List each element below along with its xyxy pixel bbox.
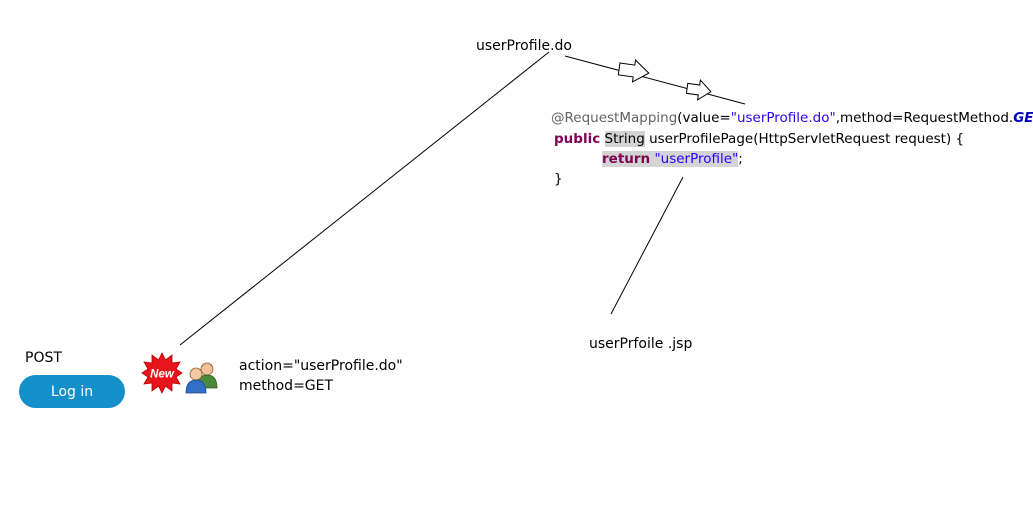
code-annotation-value: "userProfile.do" [730,110,836,126]
login-button[interactable]: Log in [19,375,125,408]
code-annotation-name: @RequestMapping [551,110,678,126]
code-return-line: return "userProfile"; [602,151,743,167]
code-annotation-const: GET [1013,110,1033,126]
new-badge-text: New [150,369,175,381]
flow-arrow-icon [617,59,650,83]
code-return-semicolon: ; [738,151,743,167]
code-to-jsp-line [610,176,684,315]
code-annotation-line: @RequestMapping(value="userProfile.do",m… [551,110,1033,126]
jsp-file-label: userPrfoile .jsp [589,336,693,352]
code-signature-line: public String userProfilePage(HttpServle… [554,131,964,147]
form-action-text: action="userProfile.do" [239,358,403,374]
code-return-value: "userProfile" [654,151,739,167]
code-annotation-method: ,method=RequestMethod. [835,110,1014,126]
users-group-icon [185,362,218,394]
flow-arrow-icon [685,78,712,101]
new-starburst-icon: New [141,352,183,394]
form-to-url-line [179,51,550,346]
code-return-keyword: return [602,151,651,167]
form-method-label: POST [25,350,62,366]
code-closing-brace: } [554,171,563,187]
form-method-text: method=GET [239,378,334,394]
code-public-keyword: public [554,131,601,147]
code-annotation-open: (value= [677,110,731,126]
url-to-code-line [564,55,746,105]
code-method-signature: userProfilePage(HttpServletRequest reque… [644,131,965,147]
code-string-type: String [604,131,645,147]
request-url-label: userProfile.do [476,38,572,54]
